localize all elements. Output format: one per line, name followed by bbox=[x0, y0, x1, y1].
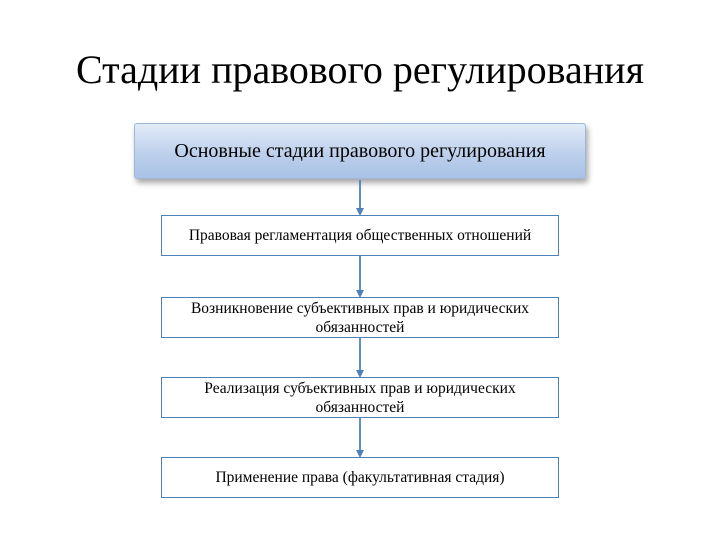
stage-box-rights-emergence: Возникновение субъективных прав и юридич… bbox=[161, 297, 559, 338]
stage-box-regulation: Правовая регламентация общественных отно… bbox=[161, 215, 559, 256]
stage-label: Правовая регламентация общественных отно… bbox=[188, 227, 532, 244]
main-stages-label: Основные стадии правового регулирования bbox=[174, 139, 546, 162]
stage-label: Возникновение субъективных прав и юридич… bbox=[190, 299, 530, 336]
stage-box-law-application: Применение права (факультативная стадия) bbox=[161, 457, 559, 498]
main-stages-box: Основные стадии правового регулирования bbox=[134, 123, 586, 179]
stage-label: Применение права (факультативная стадия) bbox=[215, 469, 505, 486]
stage-box-rights-realization: Реализация субъективных прав и юридическ… bbox=[161, 377, 559, 418]
stage-label: Реализация субъективных прав и юридическ… bbox=[204, 379, 516, 416]
page-title: Стадии правового регулирования bbox=[76, 47, 644, 92]
